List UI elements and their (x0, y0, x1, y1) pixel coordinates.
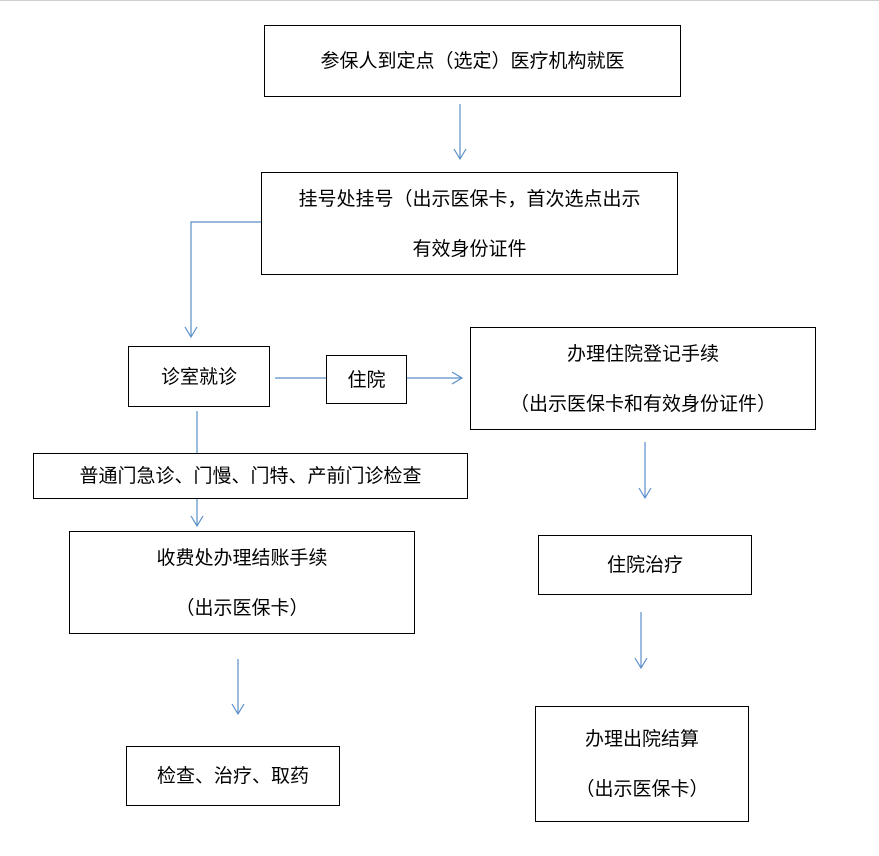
step-consult-line1: 诊室就诊 (160, 365, 237, 388)
step-register-line1: 挂号处挂号（出示医保卡，首次选点出示 (298, 187, 641, 210)
step-exam-line1: 检查、治疗、取药 (156, 765, 309, 787)
arrow-register-to-consult (190, 221, 261, 337)
step-admission-line2: （出示医保卡和有效身份证件） (509, 392, 776, 415)
step-start-line1: 参保人到定点（选定）医疗机构就医 (320, 50, 625, 72)
step-discharge: 办理出院结算 （出示医保卡） (535, 706, 749, 822)
step-register: 挂号处挂号（出示医保卡，首次选点出示 有效身份证件 (261, 172, 678, 275)
step-checkout-line2: （出示医保卡） (175, 596, 309, 619)
label-outpatient-types-text: 普通门急诊、门慢、门特、产前门诊检查 (79, 465, 422, 487)
step-checkout: 收费处办理结账手续 （出示医保卡） (69, 531, 415, 634)
step-discharge-line1: 办理出院结算 (584, 728, 699, 750)
label-hospitalized: 住院 (326, 355, 407, 404)
label-hospitalized-text: 住院 (347, 368, 386, 391)
step-admission: 办理住院登记手续 （出示医保卡和有效身份证件） (470, 327, 816, 430)
step-discharge-line2: （出示医保卡） (575, 778, 709, 800)
step-exam: 检查、治疗、取药 (126, 746, 340, 806)
label-outpatient-types: 普通门急诊、门慢、门特、产前门诊检查 (33, 453, 468, 499)
step-register-line2: 有效身份证件 (412, 237, 527, 260)
step-consult: 诊室就诊 (128, 346, 270, 407)
step-inpatient: 住院治疗 (538, 535, 752, 595)
step-checkout-line1: 收费处办理结账手续 (156, 546, 328, 569)
top-rule (0, 0, 879, 1)
step-inpatient-line1: 住院治疗 (606, 554, 683, 576)
step-admission-line1: 办理住院登记手续 (566, 342, 719, 365)
step-start: 参保人到定点（选定）医疗机构就医 (264, 25, 681, 97)
